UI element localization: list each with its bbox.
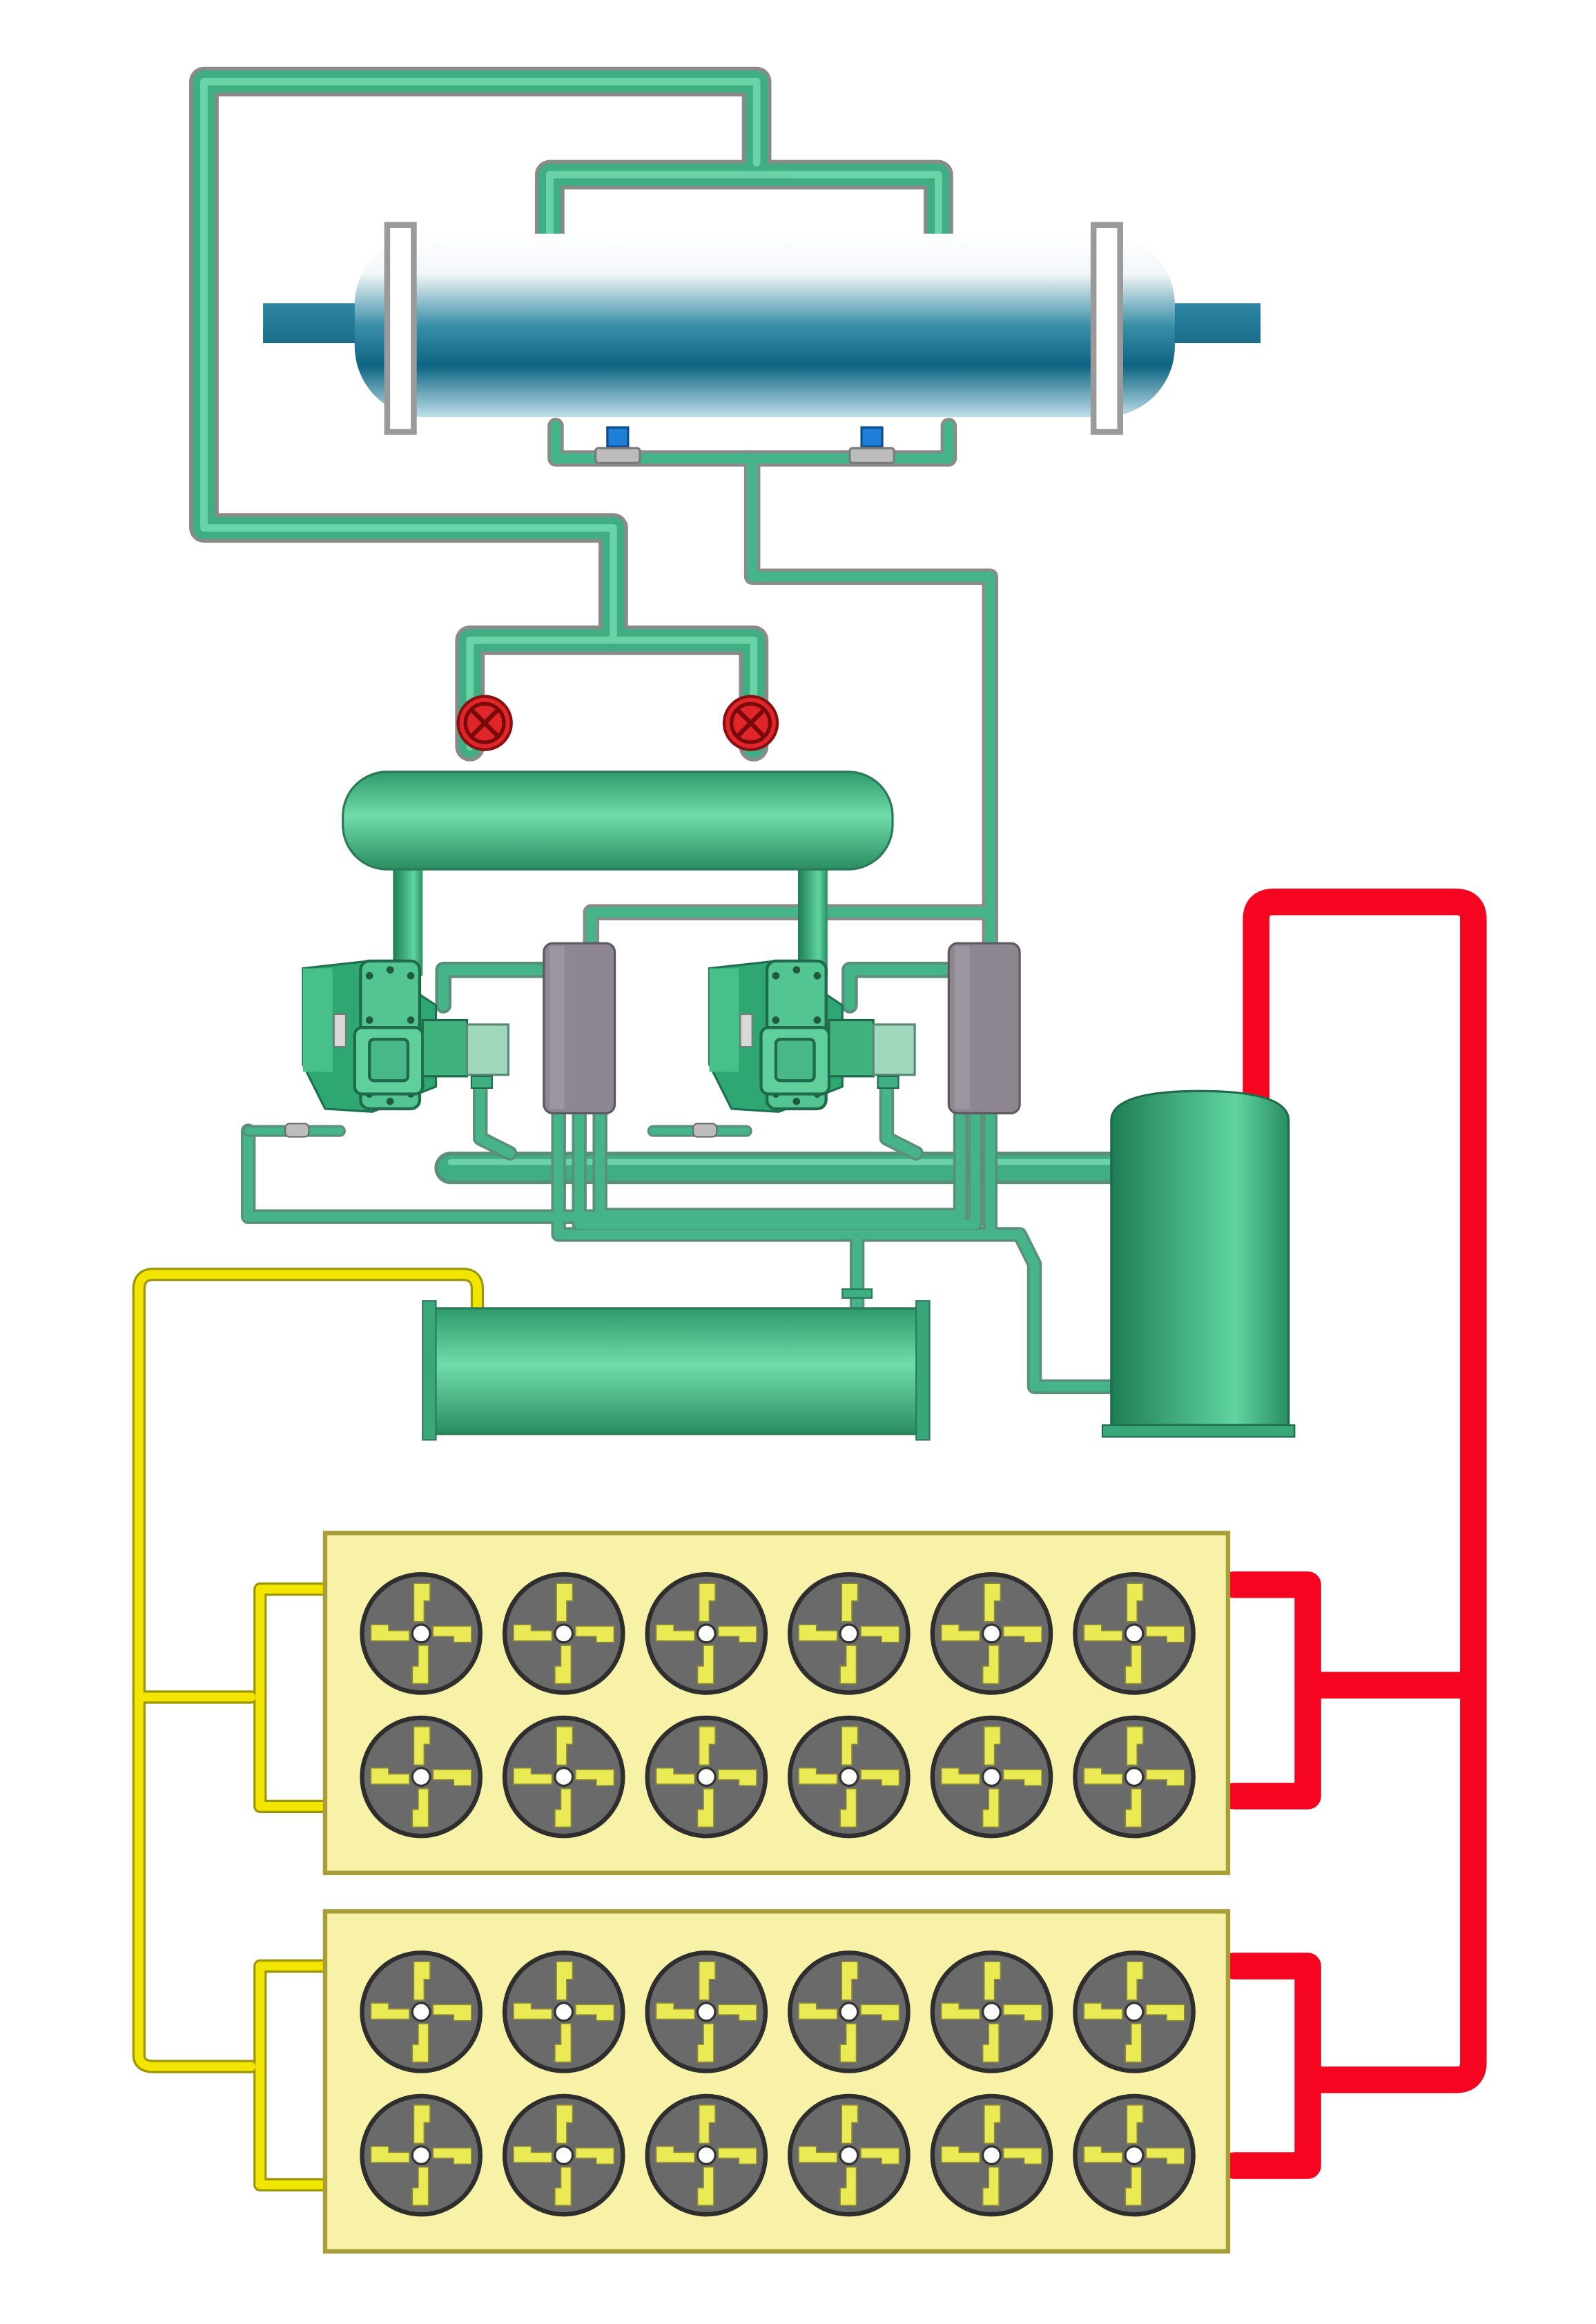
axial-fan-icon <box>788 2093 911 2217</box>
fan-grid <box>360 1950 1196 2217</box>
axial-fan-icon <box>360 1572 483 1695</box>
screw-compressor-icon <box>708 959 916 1113</box>
axial-fan-icon <box>645 1715 768 1839</box>
screw-compressor-icon <box>302 959 510 1113</box>
axial-fan-icon <box>1073 1572 1196 1695</box>
exchanger-shell <box>354 233 1175 418</box>
axial-fan-icon <box>1073 2093 1196 2217</box>
vertical-receiver <box>1101 1090 1296 1438</box>
oil-separator-icon <box>947 942 1021 1114</box>
valve-handwheel-icon <box>722 695 779 751</box>
axial-fan-icon <box>502 1715 625 1839</box>
axial-fan-icon <box>788 1715 911 1839</box>
header-drop-right <box>798 864 828 976</box>
horizontal-oil-tank <box>422 1300 931 1441</box>
axial-fan-icon <box>645 2093 768 2217</box>
sensor-icon <box>848 426 895 465</box>
yellow-liquid-pipes <box>132 1268 485 2192</box>
axial-fan-icon <box>502 2093 625 2217</box>
sensor-icon <box>594 426 641 465</box>
axial-fan-icon <box>502 1572 625 1695</box>
axial-fan-icon <box>502 1950 625 2073</box>
axial-fan-icon <box>788 1572 911 1695</box>
axial-fan-icon <box>1073 1950 1196 2073</box>
axial-fan-icon <box>360 1950 483 2073</box>
axial-fan-icon <box>930 1572 1053 1695</box>
axial-fan-icon <box>930 2093 1053 2217</box>
axial-fan-icon <box>645 1950 768 2073</box>
condenser-unit <box>322 1909 1231 2254</box>
axial-fan-icon <box>645 1572 768 1695</box>
shell-and-tube-heat-exchanger <box>263 222 1261 465</box>
valve-handwheel-icon <box>456 695 513 751</box>
green-refrigerant-pipes <box>189 66 1128 1395</box>
header-drop-left <box>393 864 423 976</box>
axial-fan-icon <box>360 2093 483 2217</box>
axial-fan-icon <box>930 1950 1053 2073</box>
axial-fan-icon <box>788 1950 911 2073</box>
axial-fan-icon <box>930 1715 1053 1839</box>
exchanger-flange-right <box>1090 222 1123 435</box>
axial-fan-icon <box>360 1715 483 1839</box>
fan-grid <box>360 1572 1196 1839</box>
condenser-unit <box>322 1531 1231 1875</box>
suction-header-vessel <box>342 771 894 976</box>
oil-separator-icon <box>543 942 616 1114</box>
axial-fan-icon <box>1073 1715 1196 1839</box>
exchanger-flange-left <box>384 222 417 435</box>
red-hot-gas-pipes <box>1220 888 1487 2179</box>
